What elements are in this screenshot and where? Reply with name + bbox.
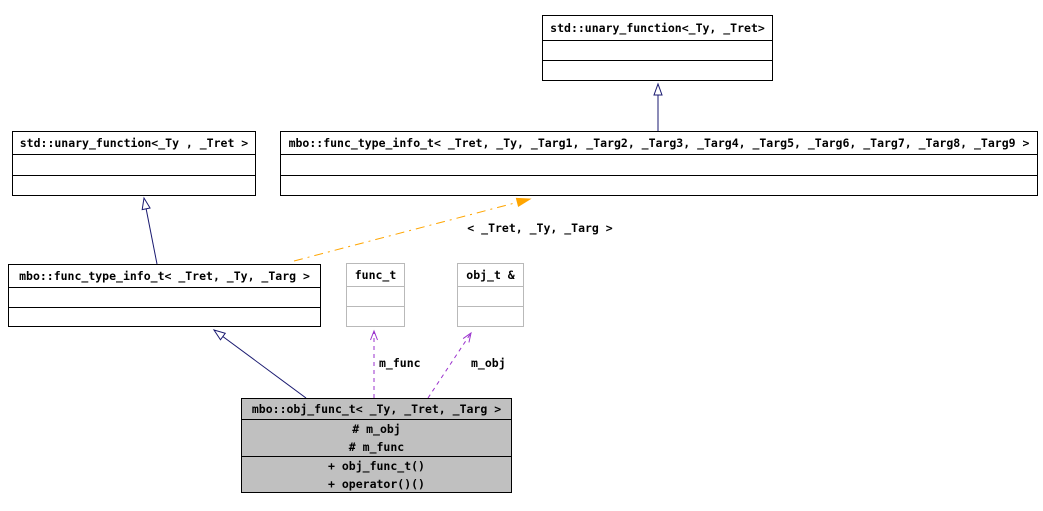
method-row: + operator()() [328, 477, 425, 491]
edge-label-m-obj: m_obj [471, 356, 506, 370]
attribute-row: # m_func [348, 440, 405, 454]
empty-compartment [9, 287, 320, 307]
empty-compartment [458, 306, 523, 326]
empty-compartment [458, 286, 523, 306]
inheritance-edge-obj-func-to-fti-targ [212, 329, 307, 399]
usage-edge-m-obj [427, 331, 472, 399]
empty-compartment [13, 154, 255, 175]
class-title: mbo::func_type_info_t< _Tret, _Ty, _Targ… [19, 269, 310, 283]
edge-label-template-args: < _Tret, _Ty, _Targ > [467, 221, 613, 235]
empty-compartment [543, 60, 772, 80]
methods-compartment: + obj_func_t() + operator()() [242, 456, 511, 493]
class-title: mbo::obj_func_t< _Ty, _Tret, _Targ > [251, 402, 502, 416]
empty-compartment [13, 174, 255, 196]
edge-label-m-func: m_func [379, 356, 421, 370]
class-node-func-type-info-targ[interactable]: mbo::func_type_info_t< _Tret, _Ty, _Targ… [8, 264, 321, 327]
empty-compartment [281, 174, 1037, 196]
class-title: mbo::func_type_info_t< _Tret, _Ty, _Targ… [288, 136, 1030, 150]
class-title: std::unary_function<_Ty , _Tret > [19, 136, 249, 150]
empty-compartment [281, 154, 1037, 175]
empty-compartment [9, 306, 320, 327]
class-title: std::unary_function<_Ty, _Tret> [550, 21, 765, 35]
class-node-obj-func-t: mbo::obj_func_t< _Ty, _Tret, _Targ > # m… [241, 398, 512, 493]
inheritance-edge-fti-targ-to-unary-left [141, 196, 158, 265]
method-row: + obj_func_t() [328, 459, 425, 473]
empty-compartment [347, 306, 404, 326]
template-instantiation-edge [293, 197, 532, 262]
class-title: obj_t & [466, 268, 515, 282]
class-node-unary-function-left[interactable]: std::unary_function<_Ty , _Tret > [12, 131, 256, 196]
class-node-obj-t-ref: obj_t & [457, 263, 524, 327]
class-node-func-type-info-full[interactable]: mbo::func_type_info_t< _Tret, _Ty, _Targ… [280, 131, 1038, 196]
class-node-unary-function-top[interactable]: std::unary_function<_Ty, _Tret> [542, 15, 773, 81]
attributes-compartment: # m_obj # m_func [242, 419, 511, 456]
class-title: func_t [354, 268, 397, 282]
empty-compartment [347, 286, 404, 306]
class-node-func-t: func_t [346, 263, 405, 327]
empty-compartment [543, 40, 772, 60]
attribute-row: # m_obj [352, 422, 401, 436]
